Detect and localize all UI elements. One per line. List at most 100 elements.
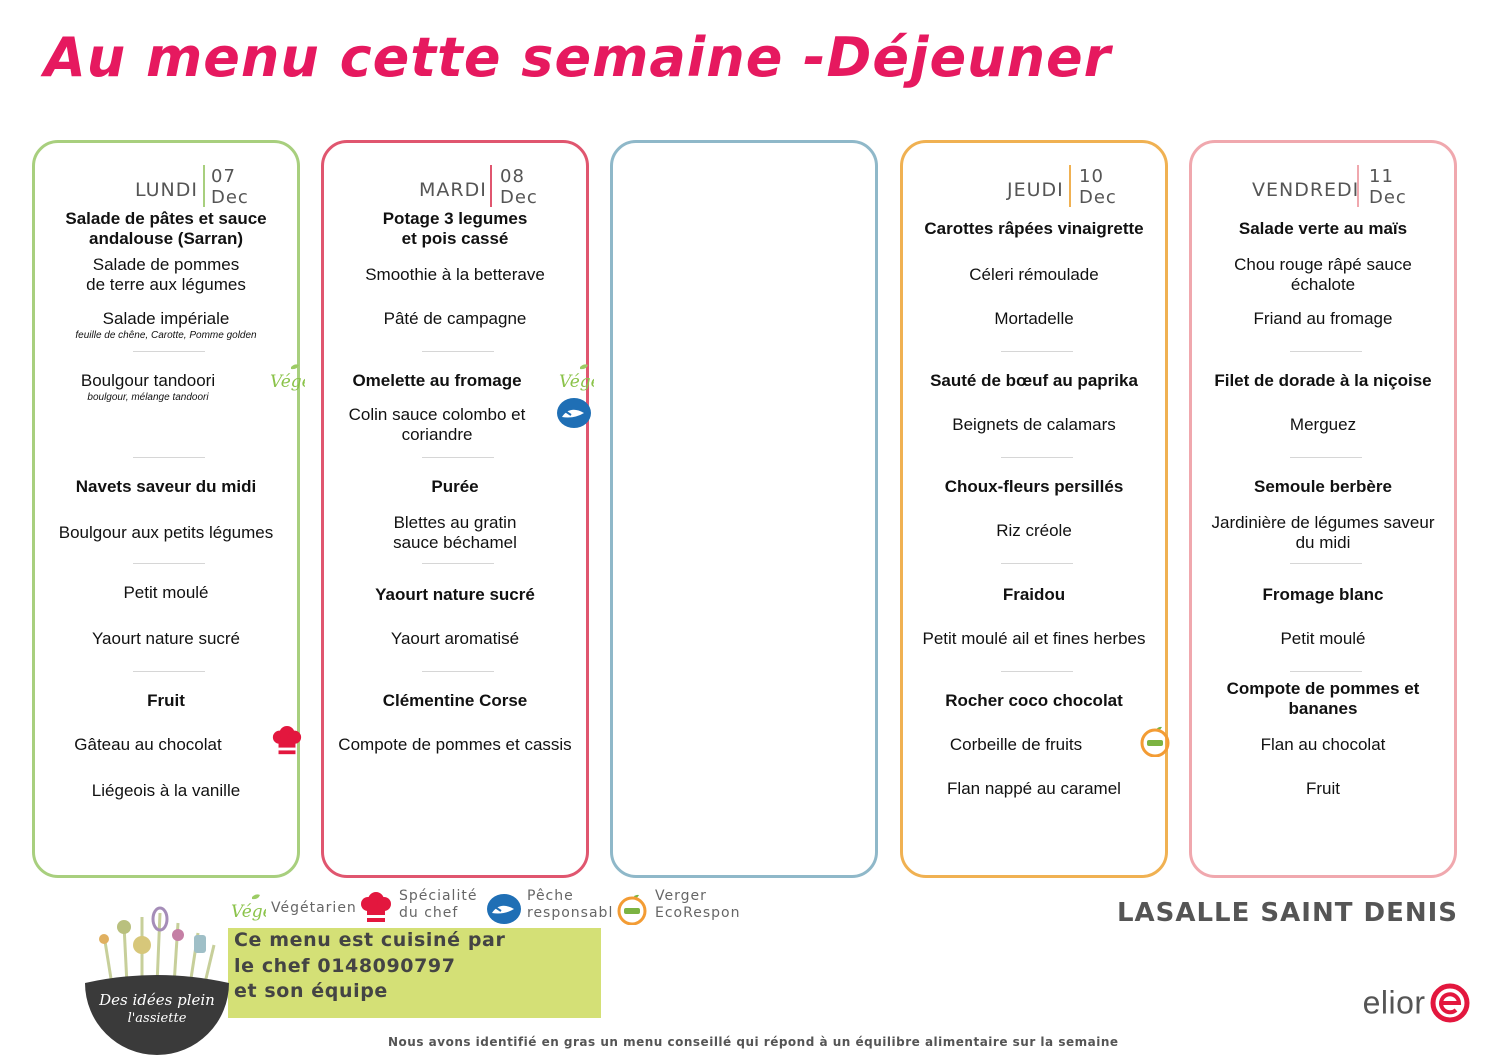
verger-icon [1138,725,1172,762]
date-month: Dec [211,187,249,208]
day-name: MARDI [419,179,487,201]
menu-item: Choux-fleurs persillés [907,477,1161,497]
footer-note: Nous avons identifié en gras un menu con… [388,1035,1119,1049]
menu-item-line: Navets saveur du midi [75,477,257,496]
menu-item-line: Rocher coco chocolat [945,691,1123,710]
menu-item: Fruit [39,691,293,711]
menu-item: Riz créole [907,521,1161,541]
menu-item-line: Omelette au fromage [352,371,522,390]
menu-item: Compote de pommes et cassis [328,735,582,755]
menu-item-line: Yaourt nature sucré [91,629,241,648]
menu-item: Flan au chocolat [1196,735,1450,755]
school-name: LASALLE SAINT DENIS [1116,898,1458,928]
menu-item-line: sauce béchamel [393,533,517,552]
menu-item-line: Yaourt aromatisé [390,629,520,648]
menu-item-line: Flan nappé au caramel [947,779,1121,798]
menu-item: Friand au fromage [1196,309,1450,329]
elior-wordmark: elior [1362,984,1426,1021]
menu-item: Yaourt nature sucré [39,629,293,649]
menu-item: Fromage blanc [1196,585,1450,605]
legend-specialite: Spécialité [399,888,478,904]
day-column-empty [610,140,878,878]
menu-item-line: andalouse (Sarran) [89,229,243,248]
menu-item: Yaourt nature sucré [328,585,582,605]
date-number: 08 [500,166,525,187]
date-number: 10 [1079,166,1104,187]
menu-item-line: Compote de pommes et [1226,679,1420,698]
menu-item: Salade impériale feuille de chêne, Carott… [39,309,293,342]
menu-item: Pâté de campagne [328,309,582,329]
menu-item: Boulgour aux petits légumes [39,523,293,543]
course-divider [1001,671,1073,672]
fish-icon [487,894,521,924]
menu-item: Petit moulé ail et fines herbes [907,629,1161,649]
course-divider [1290,351,1362,352]
legend-vegetarien: Végétarien [271,900,357,916]
chef-info-box: Ce menu est cuisiné par le chef 01480907… [228,928,601,1018]
menu-item-line: Corbeille de fruits [949,735,1083,754]
course-divider [133,671,205,672]
menu-item: Purée [328,477,582,497]
page-title: Au menu cette semaine -Déjeuner [44,26,1112,89]
menu-item: Salade verte au maïs [1196,219,1450,239]
menu-item-detail: feuille de chêne, Carotte, Pomme golden [75,330,257,341]
menu-item: Sauté de bœuf au paprika [907,371,1161,391]
menu-item-line: Gâteau au chocolat [74,735,222,754]
menu-item-line: Semoule berbère [1254,477,1392,496]
course-divider [422,671,494,672]
menu-item-line: et pois cassé [401,229,509,248]
menu-item-line: Fruit [1306,779,1340,798]
menu-item-line: Filet de dorade à la niçoise [1214,371,1432,390]
menu-item-line: Friand au fromage [1253,309,1393,328]
course-divider [422,351,494,352]
svg-text:Vége: Vége [559,372,594,392]
menu-item-line: Potage 3 legumes [382,209,528,228]
menu-item-line: Petit moulé [1280,629,1366,648]
menu-item-line: Merguez [1289,415,1357,434]
day-name: VENDREDI [1252,179,1360,201]
menu-item-line: Fraidou [1002,585,1066,604]
day-divider [490,165,492,207]
menu-item-line: Riz créole [996,521,1072,540]
menu-item: Yaourt aromatisé [328,629,582,649]
menu-item: Corbeille de fruits [907,735,1125,755]
vege-icon: Vége [558,363,601,398]
elior-e-icon [1430,983,1470,1023]
menu-item-line: Purée [431,477,479,496]
course-divider [133,457,205,458]
menu-item: Fraidou [907,585,1161,605]
menu-item: Flan nappé au caramel [907,779,1161,799]
course-divider [422,457,494,458]
menu-item-line: Sauté de bœuf au paprika [930,371,1138,390]
verger-icon [617,894,647,925]
menu-item: Smoothie à la betterave [328,265,582,285]
menu-item: Navets saveur du midi [39,477,293,497]
menu-item-line: Salade impériale [102,309,230,328]
chef-hat-icon [270,725,304,762]
course-divider [1290,671,1362,672]
menu-item-line: Compote de pommes et cassis [338,735,572,754]
menu-item-line: Salade de pâtes et sauce [65,209,267,228]
menu-item: Liégeois à la vanille [39,781,293,801]
menu-item: Omelette au fromage [328,371,546,391]
vege-icon: Vége [231,894,266,922]
logo-text-1: Des idées plein [98,991,215,1009]
menu-item: Clémentine Corse [328,691,582,711]
menu-item: Gâteau au chocolat [39,735,257,755]
menu-item-line: Fromage blanc [1262,585,1384,604]
menu-item-line: Céleri rémoulade [969,265,1099,284]
menu-item-line: du midi [1295,533,1351,552]
menu-item-line: Smoothie à la betterave [365,265,545,284]
